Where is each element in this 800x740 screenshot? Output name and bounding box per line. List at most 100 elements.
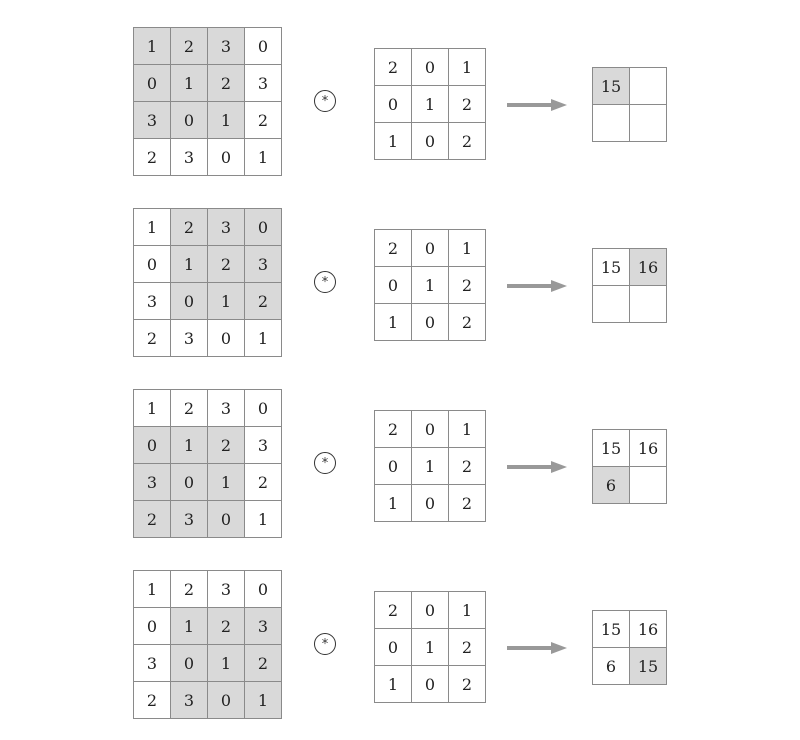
input-cell: 3 — [171, 682, 208, 719]
input-cell: 1 — [171, 427, 208, 464]
input-cell: 2 — [208, 65, 245, 102]
kernel-cell: 1 — [412, 448, 449, 485]
input-cell: 2 — [171, 28, 208, 65]
output-cell — [593, 286, 630, 323]
input-cell: 1 — [171, 65, 208, 102]
input-cell: 1 — [171, 608, 208, 645]
input-cell: 2 — [245, 102, 282, 139]
input-cell: 1 — [245, 320, 282, 357]
kernel-cell: 2 — [449, 485, 486, 522]
kernel-cell: 0 — [412, 592, 449, 629]
input-cell: 3 — [134, 283, 171, 320]
input-cell: 0 — [245, 390, 282, 427]
input-cell: 2 — [208, 427, 245, 464]
input-cell: 2 — [208, 246, 245, 283]
input-cell: 2 — [245, 645, 282, 682]
kernel-cell: 0 — [412, 485, 449, 522]
kernel-cell: 2 — [375, 49, 412, 86]
input-cell: 3 — [208, 571, 245, 608]
kernel-cell: 0 — [412, 411, 449, 448]
input-cell: 2 — [171, 209, 208, 246]
input-cell: 1 — [134, 390, 171, 427]
input-cell: 3 — [208, 209, 245, 246]
kernel-cell: 1 — [375, 666, 412, 703]
input-cell: 3 — [134, 464, 171, 501]
kernel-cell: 2 — [449, 86, 486, 123]
kernel-cell: 0 — [375, 86, 412, 123]
input-cell: 0 — [208, 139, 245, 176]
input-cell: 3 — [245, 246, 282, 283]
input-cell: 3 — [245, 65, 282, 102]
kernel-cell: 1 — [412, 629, 449, 666]
kernel-cell: 2 — [449, 666, 486, 703]
convolution-operator-icon: * — [314, 90, 336, 112]
convolution-operator-icon: * — [314, 452, 336, 474]
input-cell: 1 — [208, 283, 245, 320]
output-cell: 15 — [593, 249, 630, 286]
input-cell: 1 — [134, 571, 171, 608]
right-arrow-icon — [507, 99, 567, 111]
input-cell: 1 — [134, 209, 171, 246]
output-cell: 15 — [593, 430, 630, 467]
output-cell: 16 — [630, 430, 667, 467]
input-cell: 3 — [245, 608, 282, 645]
input-cell: 1 — [245, 501, 282, 538]
input-cell: 0 — [171, 102, 208, 139]
kernel-cell: 1 — [449, 230, 486, 267]
output-cell — [630, 467, 667, 504]
input-cell: 2 — [245, 464, 282, 501]
kernel-cell: 1 — [375, 304, 412, 341]
right-arrow-icon — [507, 642, 567, 654]
kernel-cell: 2 — [375, 592, 412, 629]
kernel-cell: 2 — [449, 629, 486, 666]
input-cell: 2 — [134, 682, 171, 719]
input-cell: 0 — [245, 571, 282, 608]
input-cell: 0 — [134, 65, 171, 102]
input-cell: 1 — [208, 645, 245, 682]
input-cell: 1 — [134, 28, 171, 65]
input-cell: 0 — [208, 501, 245, 538]
input-cell: 1 — [245, 682, 282, 719]
kernel-cell: 0 — [375, 448, 412, 485]
input-cell: 1 — [208, 464, 245, 501]
input-cell: 0 — [134, 427, 171, 464]
kernel-cell: 1 — [449, 592, 486, 629]
input-cell: 3 — [208, 28, 245, 65]
kernel-cell: 1 — [449, 49, 486, 86]
input-cell: 0 — [208, 320, 245, 357]
kernel-cell: 2 — [375, 411, 412, 448]
input-cell: 0 — [171, 645, 208, 682]
output-grid: 15 — [592, 67, 667, 142]
right-arrow-icon — [507, 461, 567, 473]
input-cell: 0 — [134, 246, 171, 283]
convolution-operator-icon: * — [314, 271, 336, 293]
input-cell: 3 — [208, 390, 245, 427]
kernel-cell: 1 — [375, 123, 412, 160]
input-cell: 0 — [245, 209, 282, 246]
input-cell: 0 — [171, 283, 208, 320]
kernel-cell: 0 — [375, 629, 412, 666]
input-cell: 2 — [134, 320, 171, 357]
kernel-cell: 1 — [412, 267, 449, 304]
output-cell: 15 — [593, 68, 630, 105]
input-cell: 1 — [208, 102, 245, 139]
kernel-cell: 1 — [375, 485, 412, 522]
kernel-cell: 2 — [449, 123, 486, 160]
output-cell — [630, 105, 667, 142]
kernel-cell: 1 — [412, 86, 449, 123]
input-cell: 1 — [171, 246, 208, 283]
input-cell: 3 — [245, 427, 282, 464]
output-cell — [630, 286, 667, 323]
input-cell: 2 — [171, 571, 208, 608]
